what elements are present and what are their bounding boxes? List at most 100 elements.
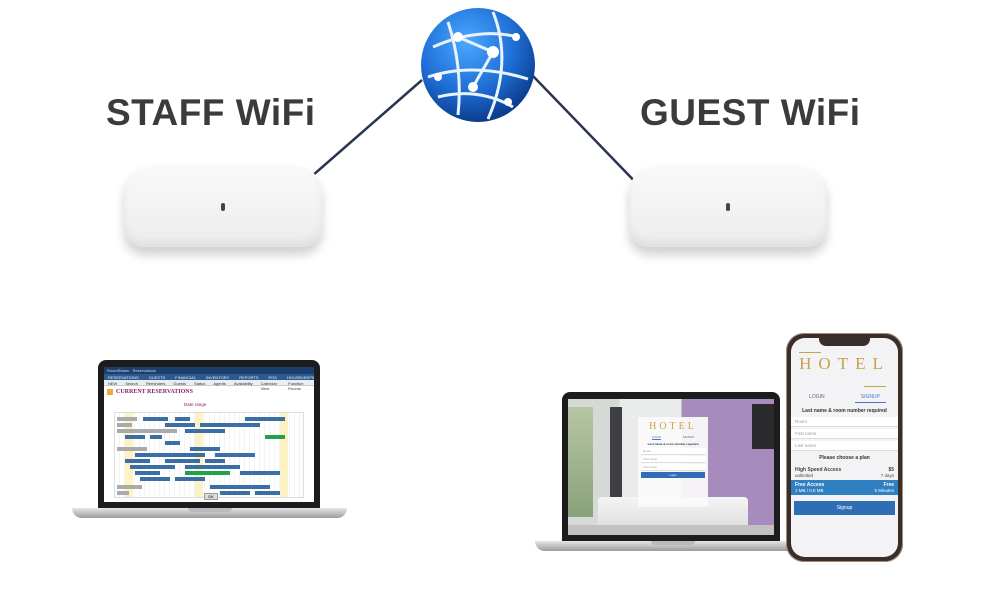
menu-item[interactable]: GUESTS	[148, 375, 166, 380]
signup-button[interactable]: Signup	[794, 501, 895, 515]
guest-phone: HOTEL LOGIN SIGNUP Last name & room numb…	[786, 333, 903, 562]
tab-signup[interactable]: SIGNUP	[682, 435, 695, 439]
staff-link-line	[303, 79, 423, 184]
staff-wifi-heading: STAFF WiFi	[106, 92, 316, 133]
tab-signup[interactable]: SIGNUP	[854, 394, 886, 403]
reservation-bar[interactable]	[190, 447, 220, 451]
toolbar-item[interactable]: Reminders	[146, 381, 166, 386]
reservation-bar[interactable]	[125, 435, 145, 439]
reservation-bar[interactable]	[205, 459, 225, 463]
guest-wifi-heading: GUEST WiFi	[640, 92, 861, 133]
reservation-bar[interactable]	[117, 417, 137, 421]
requirement-text: Last name & room number required	[802, 408, 887, 414]
reservation-bar[interactable]	[117, 447, 147, 451]
plan-duration: 7 days	[880, 473, 894, 478]
toolbar-item[interactable]: Guests	[173, 381, 187, 386]
menu-item[interactable]: FINANCIAL	[175, 375, 197, 380]
reservation-bar[interactable]	[150, 435, 162, 439]
reservation-bar[interactable]	[165, 423, 195, 427]
tab-login[interactable]: LOGIN	[809, 394, 825, 400]
reservation-bar[interactable]	[175, 477, 205, 481]
hotel-logo: HOTEL	[799, 354, 890, 373]
reservation-bar[interactable]	[117, 423, 132, 427]
login-button[interactable]: Login	[641, 472, 705, 478]
reservation-bar[interactable]	[117, 429, 177, 433]
reservation-bar[interactable]	[117, 491, 129, 495]
reservation-bar[interactable]	[135, 471, 160, 475]
plan-price: $5	[888, 467, 894, 473]
ok-button[interactable]: OK	[204, 493, 218, 500]
last-name-field[interactable]: Last name	[641, 464, 705, 471]
reservation-calendar	[114, 412, 304, 498]
phone-portal: HOTEL LOGIN SIGNUP Last name & room numb…	[791, 338, 898, 557]
reservation-bar[interactable]	[210, 485, 270, 489]
menu-item[interactable]: REPORTS	[239, 375, 259, 380]
toolbar-item[interactable]: Availability	[233, 381, 253, 386]
guest-laptop: HOTEL LOGIN SIGNUP Last name & room numb…	[562, 392, 780, 541]
guest-access-point	[629, 165, 827, 247]
reservation-bar[interactable]	[185, 471, 230, 475]
hotel-logo: HOTEL	[649, 421, 697, 432]
menu-item[interactable]: HOUSEKEEPING	[286, 375, 314, 380]
toolbar-item[interactable]: Search	[125, 381, 139, 386]
reservation-bar[interactable]	[140, 477, 170, 481]
reservation-bar[interactable]	[215, 453, 255, 457]
choose-plan-label: Please choose a plan	[819, 455, 870, 461]
first-name-field[interactable]: First name	[791, 429, 898, 439]
reservation-bar[interactable]	[175, 417, 190, 421]
reservation-bar[interactable]	[165, 459, 200, 463]
requirement-text: Last name & room number required	[647, 442, 699, 446]
app-top-bar: RoomStatus · Reservations	[104, 367, 314, 374]
reservation-bar[interactable]	[240, 471, 280, 475]
toolbar-item[interactable]: Status	[194, 381, 206, 386]
reservation-bar[interactable]	[130, 465, 175, 469]
captive-portal-login: HOTEL LOGIN SIGNUP Last name & room numb…	[638, 417, 708, 507]
reservation-bar[interactable]	[175, 453, 205, 457]
reservation-bar[interactable]	[143, 417, 168, 421]
internet-globe-icon	[421, 8, 535, 122]
reservation-bar[interactable]	[165, 441, 180, 445]
reservation-bar[interactable]	[200, 423, 260, 427]
toolbar-item[interactable]: Agents	[213, 381, 226, 386]
guest-link-line	[532, 75, 646, 193]
tab-login[interactable]: LOGIN	[651, 435, 662, 440]
reservation-bar[interactable]	[265, 435, 285, 439]
app-menu: RESERVATIONS GUESTS FINANCIAL INVENTORY REPO…	[104, 374, 314, 380]
led-icon	[726, 203, 730, 211]
reservation-bar[interactable]	[245, 417, 285, 421]
app-toolbar: NEW Search Reminders Guests Status Agents Avai…	[104, 380, 314, 391]
plan-name: Free Access	[795, 482, 825, 488]
reservation-bar[interactable]	[125, 459, 150, 463]
staff-access-point	[124, 165, 322, 247]
plan-price: Free	[883, 482, 894, 488]
reservation-bar[interactable]	[135, 453, 175, 457]
first-name-field[interactable]: First name	[641, 456, 705, 463]
reservation-bar[interactable]	[185, 465, 240, 469]
toolbar-item[interactable]: Calendar View	[260, 381, 277, 391]
menu-item[interactable]: INVENTORY	[206, 375, 230, 380]
plan-name: High Speed Access	[795, 467, 842, 473]
plan-sub: unlimited	[795, 473, 814, 478]
reservation-bar[interactable]	[117, 485, 142, 489]
reservation-bar[interactable]	[185, 429, 225, 433]
reservation-bar[interactable]	[255, 491, 280, 495]
room-field[interactable]: Room	[641, 448, 705, 455]
plan-duration: 5 Minutes	[874, 488, 894, 493]
menu-item[interactable]: POS	[268, 375, 277, 380]
reservation-bar[interactable]	[220, 491, 250, 495]
plan-sub: 1 MB / 0.5 MB	[795, 488, 824, 493]
date-range: Date range	[184, 402, 207, 407]
room-field[interactable]: Room	[791, 417, 898, 427]
menu-item[interactable]: RESERVATIONS	[108, 375, 139, 380]
reservation-app: RoomStatus · Reservations RESERVATIONS GU…	[104, 367, 314, 502]
led-icon	[221, 203, 225, 211]
toolbar-item[interactable]: Function Rooms	[288, 381, 304, 391]
laptop-base	[535, 541, 810, 551]
page-title: CURRENT RESERVATIONS	[104, 386, 314, 397]
hotel-room-background: HOTEL LOGIN SIGNUP Last name & room numb…	[568, 399, 774, 535]
toolbar-item[interactable]: NEW	[108, 381, 118, 386]
last-name-field[interactable]: Last name	[791, 441, 898, 451]
